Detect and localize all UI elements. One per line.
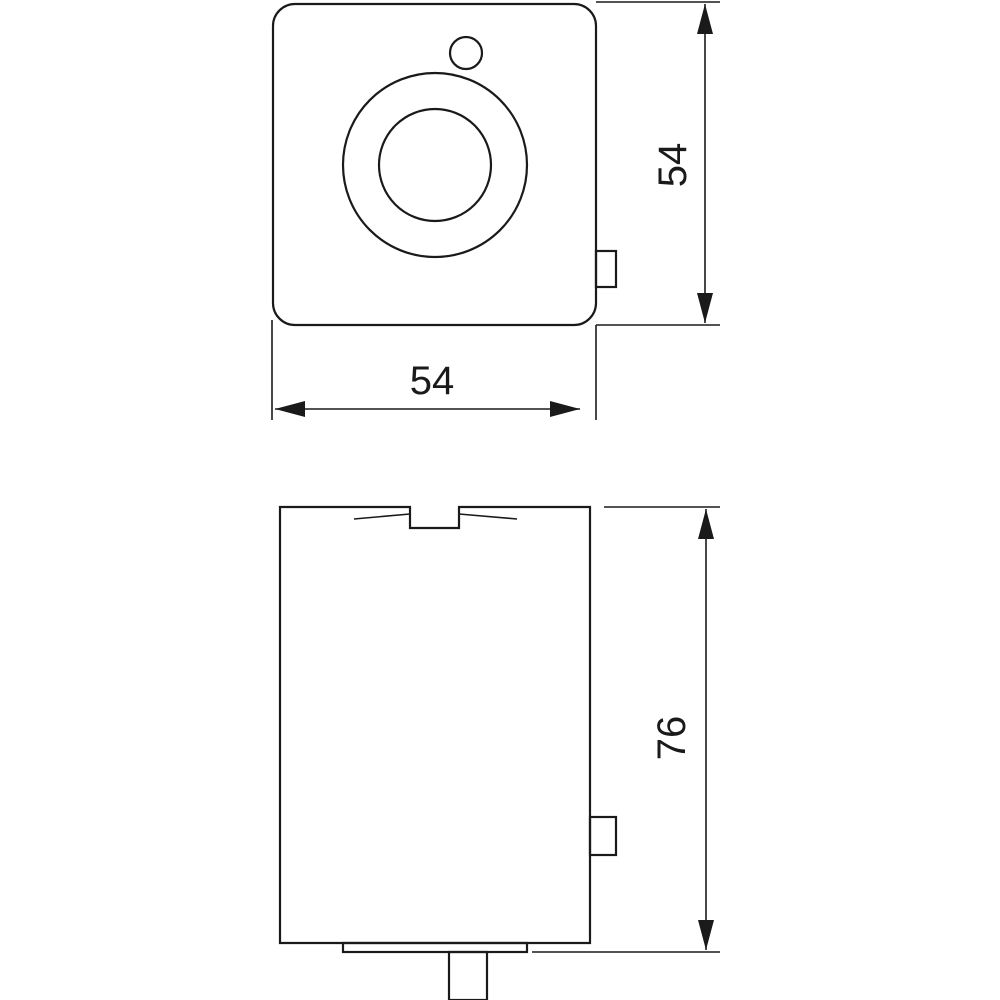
arrowhead-up xyxy=(698,509,714,539)
indicator-hole xyxy=(448,35,484,71)
side-view-height-label: 76 xyxy=(650,716,694,761)
top-view-height-dimension: 54 xyxy=(596,1,720,326)
arrowhead-down xyxy=(698,920,714,950)
top-view-width-label: 54 xyxy=(410,359,455,403)
top-view: 54 54 xyxy=(271,1,720,420)
arrowhead-left xyxy=(275,401,305,417)
side-view-housing xyxy=(278,505,592,945)
top-view-housing xyxy=(271,2,598,327)
base-flange xyxy=(341,941,529,954)
inner-ring xyxy=(377,107,493,223)
arrowhead-down xyxy=(697,293,713,323)
top-view-height-label: 54 xyxy=(651,143,695,188)
top-view-side-tab xyxy=(594,249,618,289)
bottom-shaft xyxy=(447,950,489,1000)
side-view-side-tab xyxy=(588,815,618,857)
arrowhead-right xyxy=(550,401,580,417)
arrowhead-up xyxy=(697,4,713,34)
side-view-height-dimension: 76 xyxy=(532,506,720,953)
top-chamfer-right xyxy=(458,513,518,520)
top-chamfer-left xyxy=(353,513,411,520)
top-view-width-dimension: 54 xyxy=(271,320,597,420)
outer-ring xyxy=(341,71,529,259)
side-view: 76 xyxy=(278,505,720,1000)
